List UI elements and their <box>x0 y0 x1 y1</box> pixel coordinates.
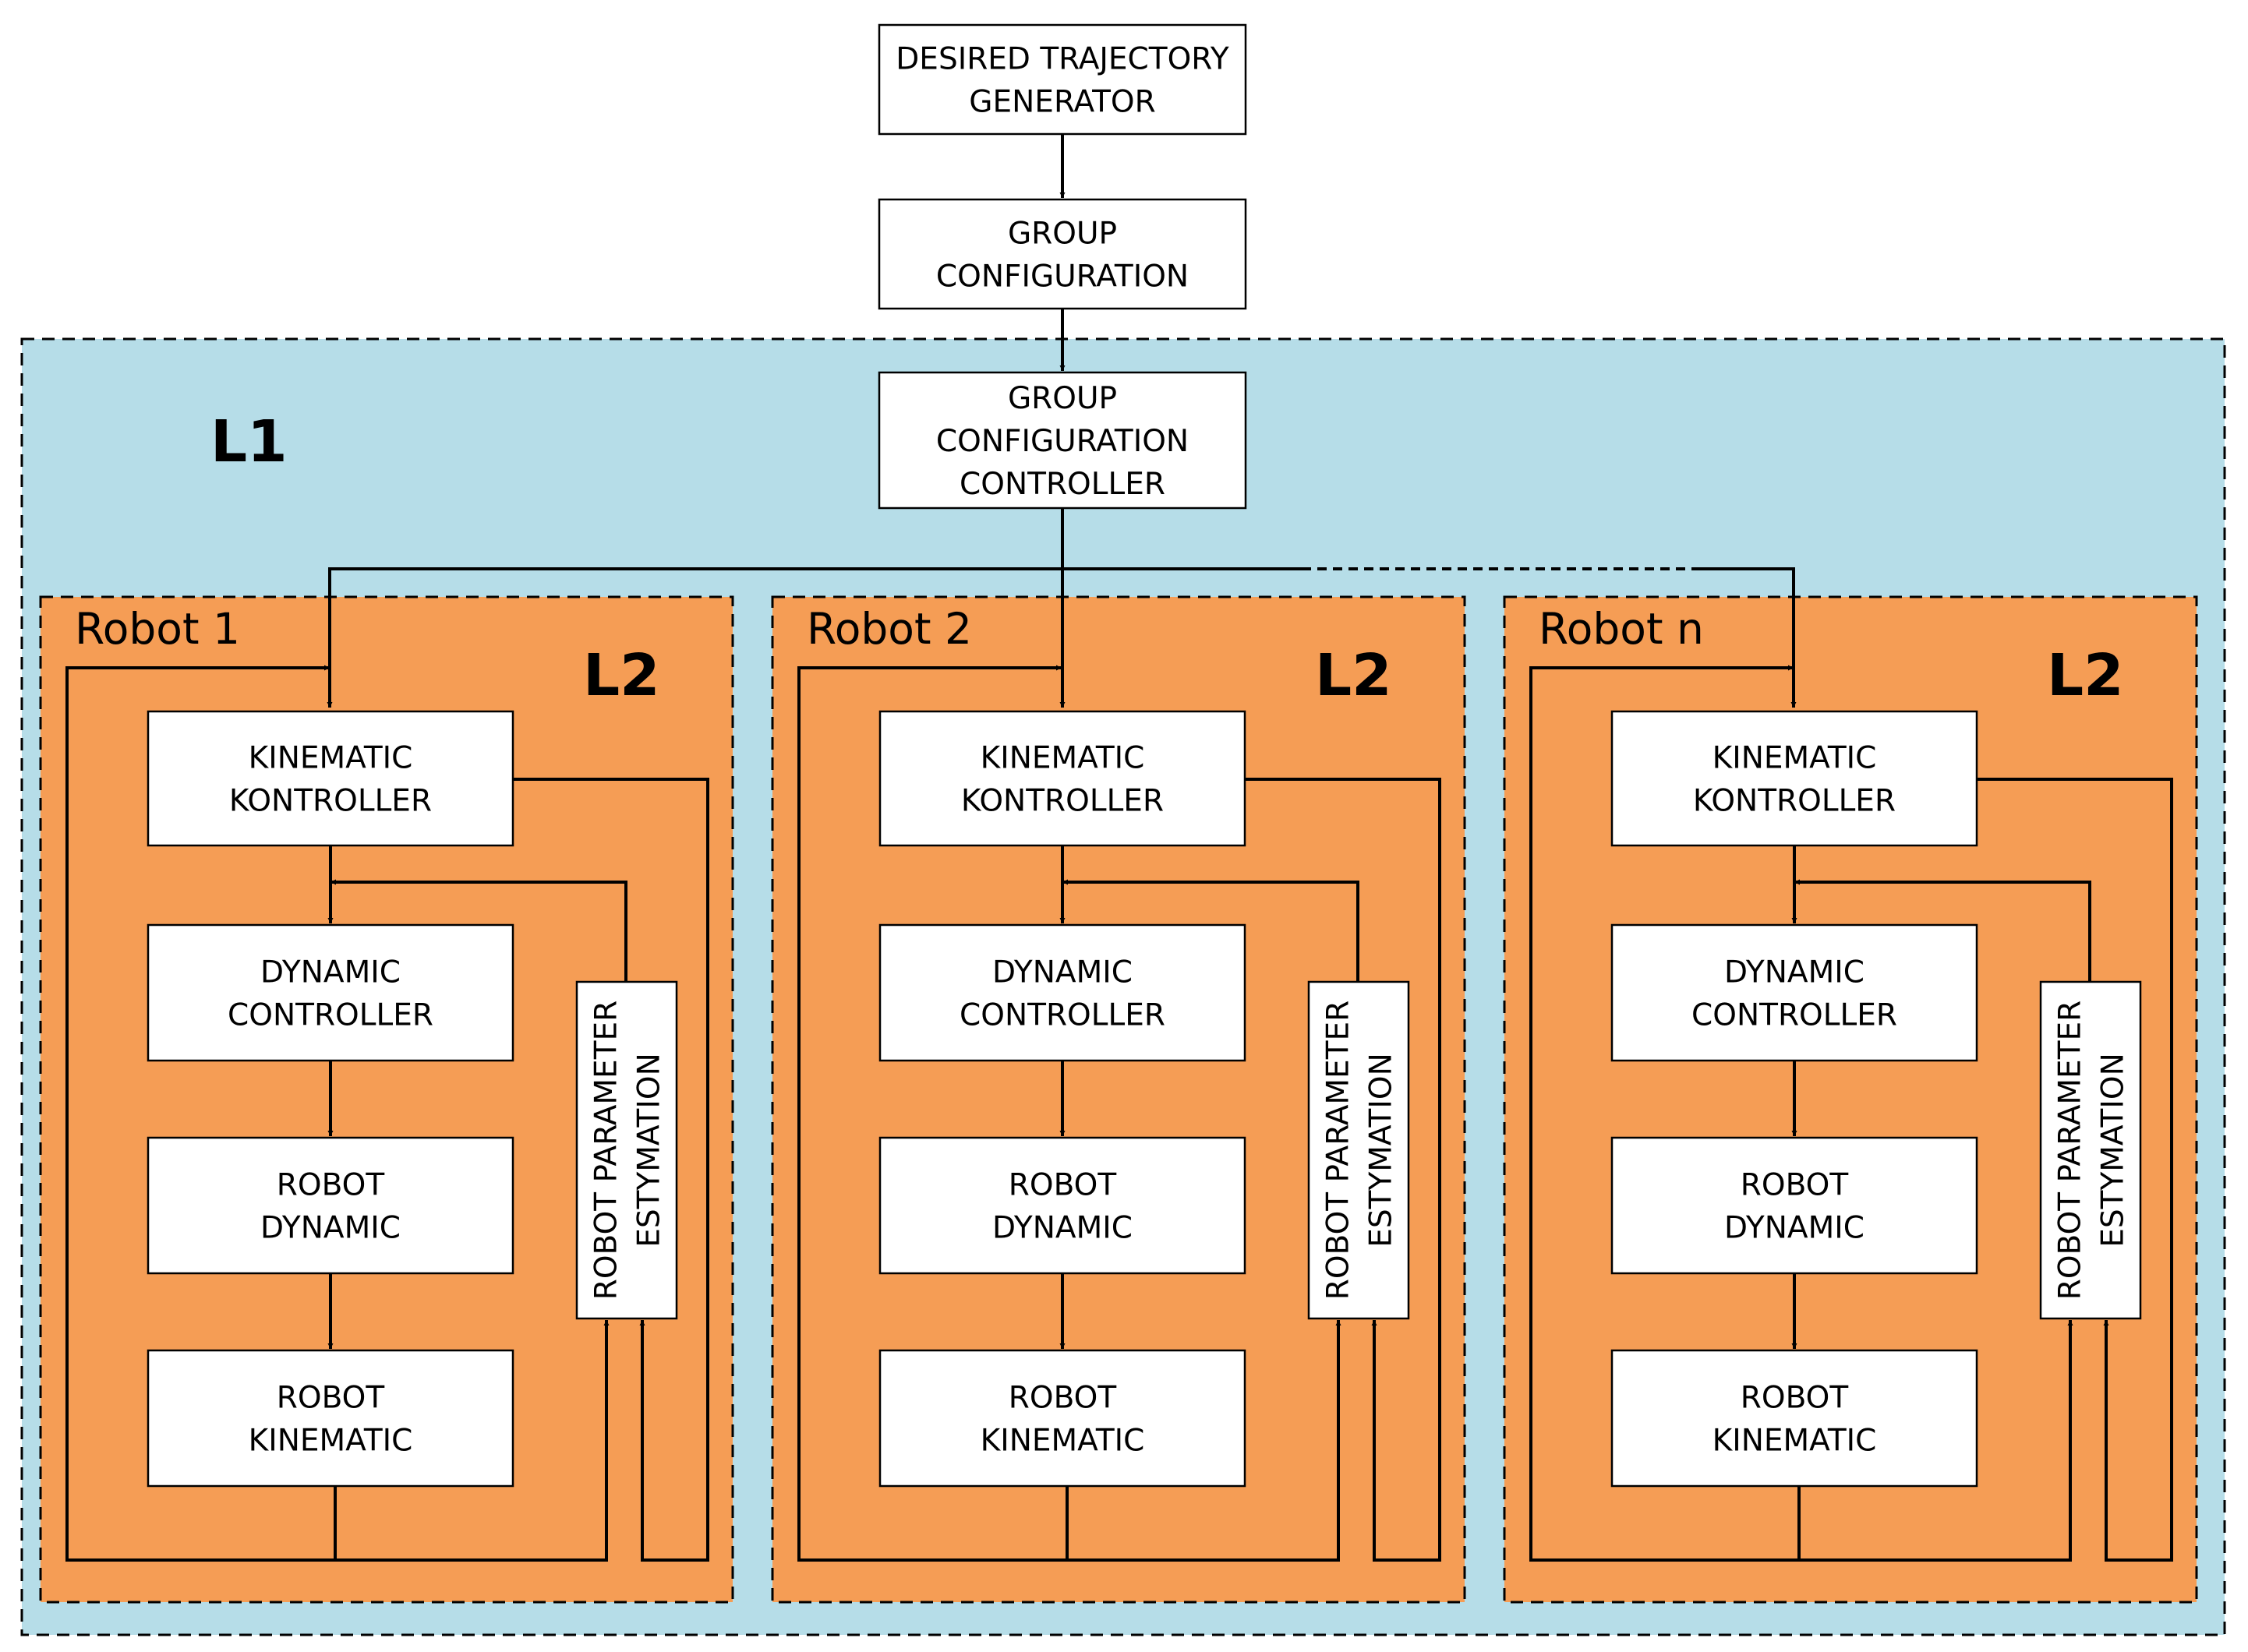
l2-label: L2 <box>2047 642 2124 709</box>
kinematic-kontroller-to-estymation-arrow <box>1245 778 1441 1562</box>
l2-label: L2 <box>1315 642 1392 709</box>
kinematic-kontroller-to-estymation-arrow <box>513 778 709 1562</box>
robot-title: Robot 2 <box>807 604 972 654</box>
distribution-bus-left <box>327 508 1064 708</box>
robot-kinematic-feedback-loop <box>65 665 337 1562</box>
kinematic-kontroller-to-estymation-arrow <box>1977 778 2173 1562</box>
robot-title: Robot n <box>1539 604 1704 654</box>
robot-kinematic-feedback-loop <box>1529 665 1801 1562</box>
estymation-feedback-arrow <box>1062 879 1359 982</box>
robot-kinematic-to-estymation-arrow <box>335 1320 610 1562</box>
estymation-feedback-arrow <box>1794 879 2091 982</box>
l1-label: L1 <box>210 408 288 475</box>
robot-title: Robot 1 <box>75 604 240 654</box>
distribution-bus-right-arrow <box>1699 567 1797 708</box>
robot-kinematic-to-estymation-arrow <box>1799 1320 2073 1562</box>
robot-kinematic-feedback-loop <box>797 665 1069 1562</box>
estymation-feedback-arrow <box>330 879 627 982</box>
l2-label: L2 <box>583 642 660 709</box>
robot-kinematic-to-estymation-arrow <box>1067 1320 1341 1562</box>
